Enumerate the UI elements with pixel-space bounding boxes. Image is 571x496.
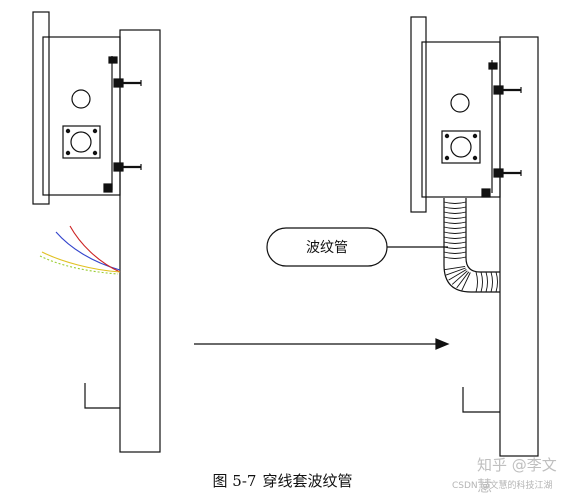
left-wall <box>119 29 161 453</box>
left-bolt-bottom <box>103 162 142 193</box>
caption-text: 穿线套波纹管 <box>262 472 353 490</box>
wire-red <box>69 225 121 273</box>
right-round-knockout <box>450 93 470 113</box>
left-wires <box>39 225 121 275</box>
left-socket-hole <box>70 131 92 153</box>
left-bolt-top <box>108 56 142 88</box>
conduit-callout <box>266 227 448 267</box>
right-bolt-top <box>488 62 522 95</box>
wire-yellow <box>41 251 121 273</box>
figure-caption: 图 5-7 穿线套波纹管 <box>0 470 571 491</box>
left-junction-box <box>42 36 121 196</box>
direction-arrow <box>194 338 450 350</box>
watermark-zhihu: 知乎 @李文慧 <box>477 456 557 495</box>
watermark-csdn: CSDN @文慧的科技江湖 <box>452 481 553 491</box>
right-junction-box <box>421 41 501 198</box>
right-back-plate <box>410 16 427 213</box>
right-floor-bracket <box>462 387 500 413</box>
left-square-socket <box>62 125 101 159</box>
caption-number: 图 5-7 <box>212 472 257 490</box>
corrugated-conduit <box>443 198 500 293</box>
right-wall <box>499 36 539 457</box>
callout-label: 波纹管 <box>306 240 348 256</box>
wire-blue <box>55 231 121 271</box>
left-assembly <box>32 11 161 453</box>
right-square-socket <box>441 130 481 164</box>
left-back-plate <box>32 11 50 205</box>
right-socket-hole <box>450 136 472 158</box>
left-floor-bracket <box>84 383 120 409</box>
left-round-knockout <box>71 89 91 109</box>
right-assembly <box>266 16 539 457</box>
right-bolt-bottom <box>481 168 522 198</box>
